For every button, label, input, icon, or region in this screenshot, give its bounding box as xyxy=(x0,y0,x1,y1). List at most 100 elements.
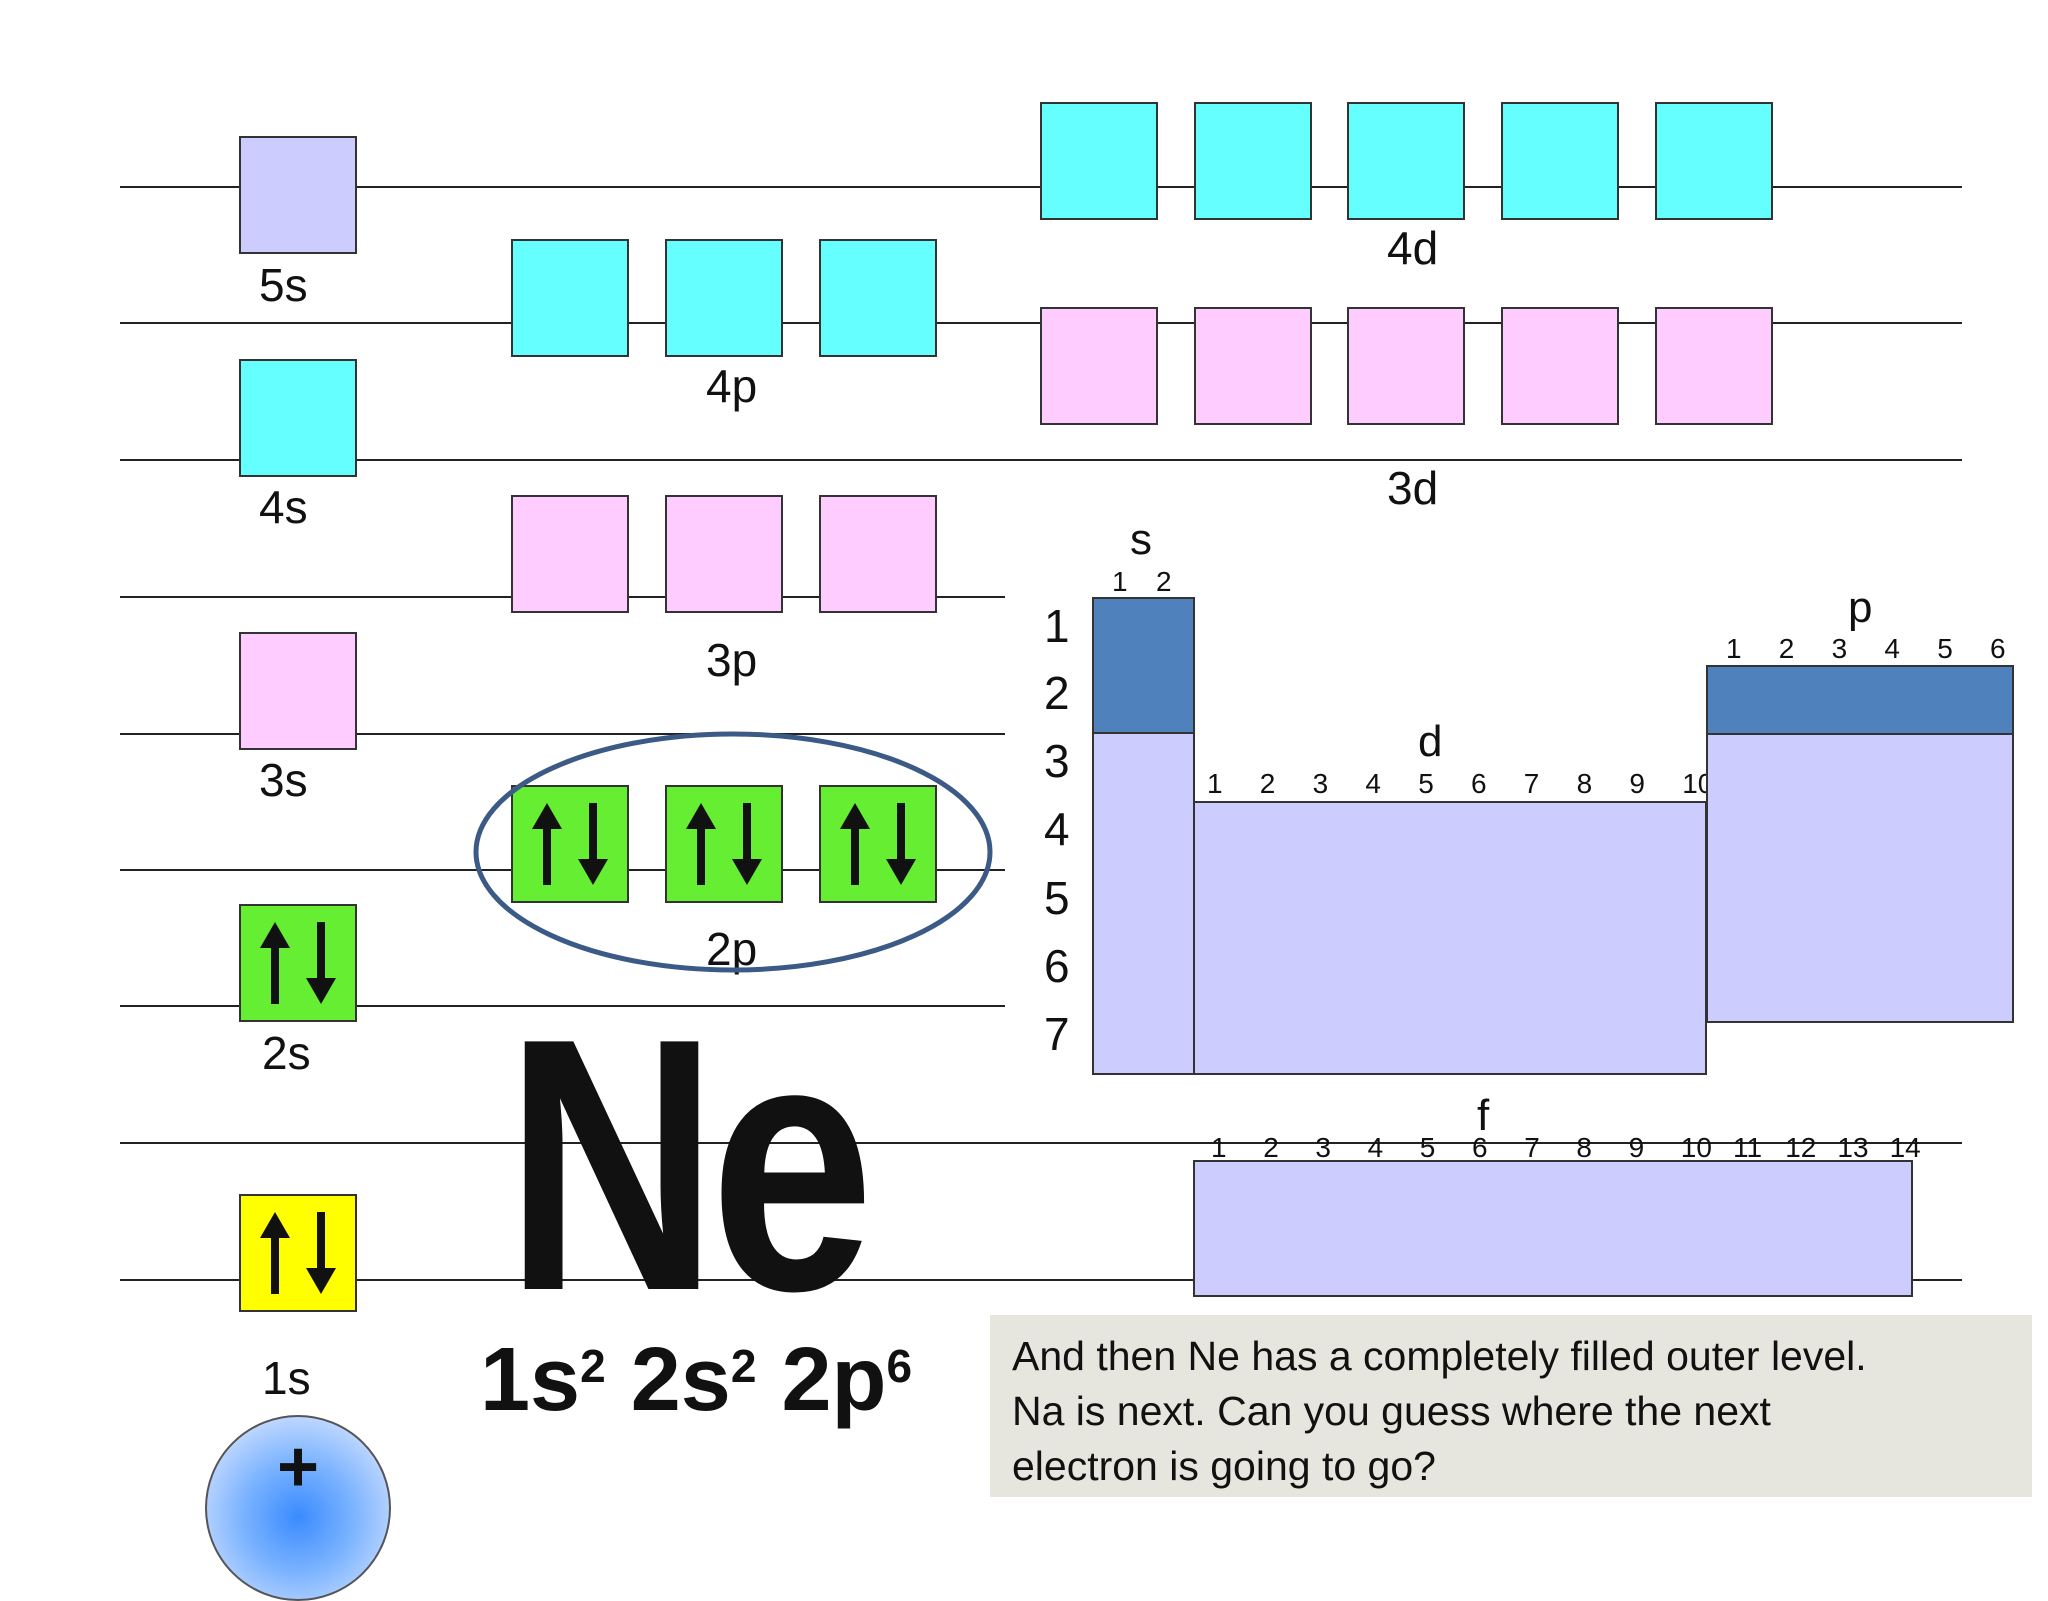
energy-level-line xyxy=(120,459,1962,461)
orbital-3p-3 xyxy=(819,495,937,613)
orbital-2p-2 xyxy=(665,785,783,903)
orbital-label-1s: 1s xyxy=(262,1352,311,1404)
orbital-2s xyxy=(239,904,357,1022)
p-col-4: 4 xyxy=(1884,633,1900,664)
orbital-3p-2 xyxy=(665,495,783,613)
s-block-label: s xyxy=(1130,515,1152,564)
orbital-label-4s: 4s xyxy=(259,481,308,533)
d-col-5: 5 xyxy=(1418,768,1434,799)
caption-line: electron is going to go? xyxy=(1012,1443,1436,1489)
f-col-14: 14 xyxy=(1889,1132,1921,1163)
d-col-2: 2 xyxy=(1259,768,1276,799)
orbital-4d-2 xyxy=(1194,102,1312,220)
orbital-label-3s: 3s xyxy=(259,754,308,806)
orbital-1s xyxy=(239,1194,357,1312)
outer-level-highlight xyxy=(473,731,993,973)
spin-down-arrow-icon xyxy=(306,922,336,1004)
config-term: 2p xyxy=(781,1330,887,1430)
config-term: 1s xyxy=(480,1330,581,1430)
period-2: 2 xyxy=(1044,667,1070,719)
period-4: 4 xyxy=(1044,803,1070,855)
orbital-4p-3 xyxy=(819,239,937,357)
orbital-4d-1 xyxy=(1040,102,1158,220)
p-block-filled xyxy=(1706,665,2014,735)
s-block-empty xyxy=(1092,732,1195,1075)
orbital-label-2p: 2p xyxy=(706,923,758,975)
orbital-3s xyxy=(239,632,357,750)
config-exponent: 2 xyxy=(730,1340,757,1392)
nucleus: + xyxy=(205,1415,391,1601)
period-3: 3 xyxy=(1044,735,1070,787)
d-col-3: 3 xyxy=(1312,768,1329,799)
orbital-3p-1 xyxy=(511,495,629,613)
orbital-3d-5 xyxy=(1655,307,1773,425)
d-col-9: 9 xyxy=(1629,768,1645,799)
f-col-13: 13 xyxy=(1837,1132,1869,1163)
d-col-7: 7 xyxy=(1523,768,1540,799)
d-col-8: 8 xyxy=(1576,768,1593,799)
p-col-2: 2 xyxy=(1778,633,1795,664)
p-col-5: 5 xyxy=(1937,633,1953,664)
orbital-label-3p: 3p xyxy=(706,634,758,686)
orbital-4p-1 xyxy=(511,239,629,357)
p-col-3: 3 xyxy=(1831,633,1848,664)
f-col-4: 4 xyxy=(1367,1132,1384,1163)
d-block-empty xyxy=(1193,801,1707,1075)
d-col-4: 4 xyxy=(1365,768,1381,799)
orbital-3d-1 xyxy=(1040,307,1158,425)
spin-down-arrow-icon xyxy=(732,803,762,885)
d-col-6: 6 xyxy=(1471,768,1487,799)
s-block-filled xyxy=(1092,597,1195,734)
orbital-label-3d: 3d xyxy=(1387,462,1439,514)
period-6: 6 xyxy=(1044,940,1070,992)
orbital-4d-4 xyxy=(1501,102,1619,220)
spin-up-arrow-icon xyxy=(840,803,870,885)
element-symbol: Ne xyxy=(505,964,874,1366)
orbital-5s xyxy=(239,136,357,254)
p-col-1: 1 xyxy=(1726,633,1742,664)
orbital-4d-5 xyxy=(1655,102,1773,220)
f-col-6: 6 xyxy=(1472,1132,1488,1163)
d-col-1: 1 xyxy=(1207,768,1223,799)
caption-line: And then Ne has a completely filled oute… xyxy=(1012,1333,1867,1379)
config-exponent: 6 xyxy=(886,1340,913,1392)
s-col-2: 2 xyxy=(1156,566,1172,597)
f-col-9: 9 xyxy=(1628,1132,1645,1163)
caption-line: Na is next. Can you guess where the next xyxy=(1012,1388,1771,1434)
spin-down-arrow-icon xyxy=(886,803,916,885)
f-col-3: 3 xyxy=(1315,1132,1331,1163)
spin-up-arrow-icon xyxy=(686,803,716,885)
f-col-12: 12 xyxy=(1785,1132,1817,1163)
orbital-4p-2 xyxy=(665,239,783,357)
f-col-7: 7 xyxy=(1524,1132,1540,1163)
s-col-1: 1 xyxy=(1112,566,1128,597)
orbital-label-2s: 2s xyxy=(262,1027,311,1079)
config-term: 2s xyxy=(630,1330,731,1430)
orbital-3d-3 xyxy=(1347,307,1465,425)
spin-up-arrow-icon xyxy=(260,922,290,1004)
f-col-5: 5 xyxy=(1419,1132,1436,1163)
period-7: 7 xyxy=(1044,1008,1070,1060)
spin-up-arrow-icon xyxy=(260,1212,290,1294)
f-block-label: f xyxy=(1477,1091,1490,1140)
orbital-2p-1 xyxy=(511,785,629,903)
orbital-4d-3 xyxy=(1347,102,1465,220)
f-col-1: 1 xyxy=(1211,1132,1227,1163)
orbital-label-4d: 4d xyxy=(1387,222,1439,274)
config-exponent: 2 xyxy=(580,1340,606,1392)
orbital-label-5s: 5s xyxy=(259,259,308,311)
orbital-2p-3 xyxy=(819,785,937,903)
p-col-6: 6 xyxy=(1990,633,2006,664)
orbital-3d-4 xyxy=(1501,307,1619,425)
spin-up-arrow-icon xyxy=(532,803,562,885)
period-1: 1 xyxy=(1044,600,1070,652)
energy-level-line xyxy=(120,1279,1962,1281)
spin-down-arrow-icon xyxy=(306,1212,336,1294)
f-col-11: 11 xyxy=(1733,1132,1763,1163)
f-col-2: 2 xyxy=(1263,1132,1279,1163)
orbital-label-4p: 4p xyxy=(706,360,758,412)
period-5: 5 xyxy=(1044,872,1070,924)
plus-icon: + xyxy=(276,1427,320,1507)
f-block-empty xyxy=(1193,1160,1913,1297)
p-block-label: p xyxy=(1848,583,1873,632)
